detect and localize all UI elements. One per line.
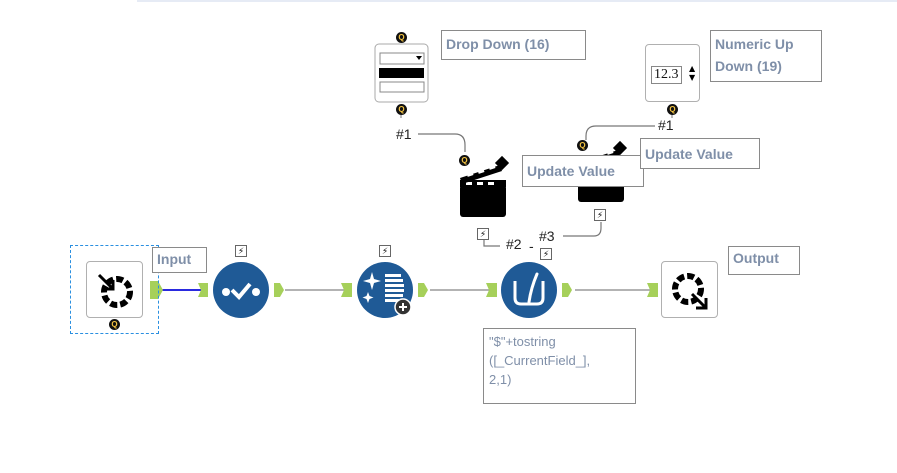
- label-dropdown-out: #1: [396, 126, 412, 142]
- connection-dropdown-to-action1[interactable]: [418, 133, 466, 152]
- question-anchor-icon[interactable]: Q: [667, 104, 678, 115]
- bolt-icon[interactable]: ⚡: [235, 245, 247, 257]
- anchor-formula-out[interactable]: [562, 283, 572, 297]
- formula-beaker-icon: [501, 262, 557, 318]
- question-anchor-icon[interactable]: Q: [396, 104, 407, 115]
- label-numeric-out: #1: [658, 117, 674, 133]
- test-tool[interactable]: [213, 262, 269, 318]
- label-separator: -: [529, 238, 534, 254]
- action-tool-1[interactable]: [460, 165, 506, 217]
- annotation-action1: Update Value: [522, 155, 644, 187]
- bolt-icon[interactable]: ⚡: [594, 209, 606, 221]
- question-anchor-icon[interactable]: Q: [577, 140, 588, 151]
- question-anchor-icon[interactable]: Q: [396, 32, 407, 43]
- test-checkmark-icon: [213, 262, 269, 318]
- annotation-output: Output: [728, 246, 800, 275]
- macro-input-tool[interactable]: [86, 261, 143, 318]
- annotation-input: Input: [152, 247, 207, 273]
- anchor-test-out[interactable]: [274, 283, 284, 297]
- bolt-icon[interactable]: ⚡: [379, 245, 391, 257]
- annotation-dropdown: Drop Down (16): [441, 30, 586, 60]
- formula-tool[interactable]: [501, 262, 557, 318]
- action-clapper-icon: [460, 165, 506, 217]
- anchor-output-in[interactable]: [647, 283, 658, 297]
- anchor-input-out[interactable]: [150, 281, 163, 299]
- question-anchor-icon[interactable]: Q: [459, 155, 470, 166]
- connection-action2-to-formula[interactable]: [563, 222, 602, 237]
- anchors: [150, 281, 658, 299]
- annotation-action2: Update Value: [640, 138, 760, 169]
- dropdown-interface-tool[interactable]: [374, 43, 429, 103]
- label-action2-out: #3: [539, 228, 555, 244]
- anchor-test-in[interactable]: [198, 283, 208, 297]
- multi-field-formula-tool[interactable]: [357, 262, 413, 318]
- macro-output-icon: [672, 273, 708, 310]
- connection-numeric-to-action2[interactable]: [585, 125, 655, 140]
- numeric-spinner-icon: ▲▼: [689, 64, 696, 82]
- anchor-mff-out[interactable]: [418, 283, 428, 297]
- bolt-icon[interactable]: ⚡: [477, 228, 489, 240]
- numeric-updown-value: 12.3: [651, 66, 682, 84]
- label-action1-out: #2: [506, 236, 522, 252]
- annotation-numeric: Numeric Up Down (19): [710, 30, 822, 82]
- connection-action1-to-formula[interactable]: [483, 240, 500, 247]
- anchor-formula-in[interactable]: [486, 283, 497, 297]
- macro-input-icon: [97, 273, 133, 308]
- annotation-formula: "$"+tostring ([_CurrentField_], 2,1): [483, 328, 636, 404]
- selection-box: [70, 245, 159, 334]
- macro-output-tool[interactable]: [661, 261, 718, 318]
- question-anchor-icon[interactable]: Q: [109, 319, 120, 330]
- canvas-top-border: [137, 0, 897, 2]
- bolt-icon[interactable]: ⚡: [540, 248, 552, 260]
- anchor-mff-in[interactable]: [341, 283, 352, 297]
